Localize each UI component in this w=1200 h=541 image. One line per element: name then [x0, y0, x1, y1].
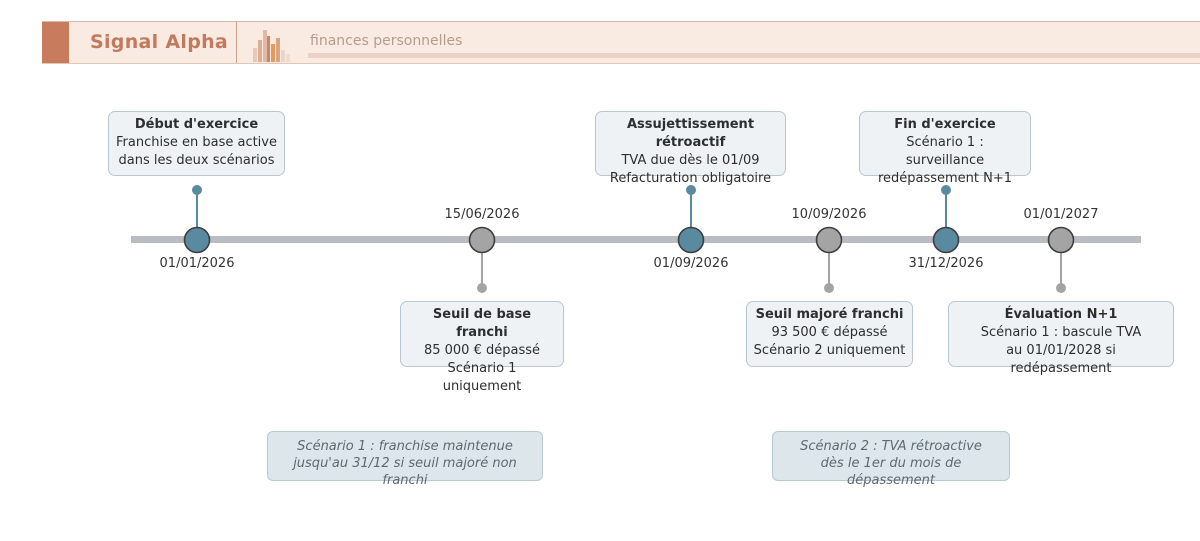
- timeline-marker: [815, 226, 843, 254]
- event-box-fin-exercice: Fin d'exercice Scénario 1 : surveillance…: [859, 111, 1031, 186]
- event-box-debut-exercice: Début d'exercice Franchise en base activ…: [108, 111, 285, 176]
- scenario-line: Scénario 2 : TVA rétroactive: [800, 439, 982, 454]
- event-line: 93 500 € dépassé: [771, 325, 888, 340]
- event-line: 85 000 € dépassé: [423, 343, 541, 358]
- brand-title: Signal Alpha: [90, 31, 229, 53]
- event-title: Début d'exercice: [134, 117, 259, 132]
- event-box-assujettissement: Assujettissement rétroactif TVA due dès …: [595, 111, 786, 186]
- event-connector-dot: [477, 283, 487, 293]
- scenario-2-note: Scénario 2 : TVA rétroactive dès le 1er …: [772, 431, 1010, 488]
- event-title: Évaluation N+1: [1004, 307, 1118, 322]
- event-connector-dot: [192, 185, 202, 195]
- timeline-marker: [1047, 226, 1075, 254]
- header-bar: Signal Alpha finances personnelles: [42, 21, 1200, 64]
- event-date: 31/12/2026: [908, 256, 984, 271]
- event-title: Seuil de base franchi: [432, 307, 532, 340]
- event-line: au 01/01/2028 si redépassement: [1006, 343, 1116, 376]
- event-connector-dot: [686, 185, 696, 195]
- timeline-axis: [131, 236, 1141, 243]
- event-connector-dot: [941, 185, 951, 195]
- timeline-marker: [183, 226, 211, 254]
- event-connector-dot: [824, 283, 834, 293]
- event-line: redépassement N+1: [877, 171, 1013, 186]
- event-line: Franchise en base active: [116, 135, 277, 150]
- header-subtitle-rule: [308, 53, 1200, 58]
- event-line: Scénario 1 : bascule TVA: [980, 325, 1142, 340]
- event-title: Fin d'exercice: [894, 117, 996, 132]
- scenario-1-note: Scénario 1 : franchise maintenue jusqu'a…: [267, 431, 543, 488]
- scenario-line: jusqu'au 31/12 si seuil majoré non franc…: [293, 456, 517, 488]
- event-date: 15/06/2026: [444, 207, 520, 222]
- event-connector-dot: [1056, 283, 1066, 293]
- event-line: TVA due dès le 01/09: [621, 153, 760, 168]
- event-title: Assujettissement rétroactif: [626, 117, 755, 150]
- header-accent: [42, 22, 69, 63]
- event-date: 10/09/2026: [791, 207, 867, 222]
- event-date: 01/01/2026: [159, 256, 235, 271]
- event-date: 01/01/2027: [1023, 207, 1099, 222]
- scenario-line: dès le 1er du mois de dépassement: [820, 456, 962, 488]
- timeline-marker: [677, 226, 705, 254]
- event-line: dans les deux scénarios: [118, 153, 275, 168]
- event-line: Refacturation obligatoire: [609, 171, 772, 186]
- timeline-marker: [932, 226, 960, 254]
- bar-chart-logo-icon: [253, 30, 290, 62]
- event-box-seuil-base: Seuil de base franchi 85 000 € dépassé S…: [400, 301, 564, 394]
- timeline-marker: [468, 226, 496, 254]
- event-box-evaluation-n1: Évaluation N+1 Scénario 1 : bascule TVA …: [948, 301, 1174, 376]
- event-date: 01/09/2026: [653, 256, 729, 271]
- event-line: Scénario 2 uniquement: [753, 343, 906, 358]
- event-line: Scénario 1 : surveillance: [905, 135, 985, 168]
- event-title: Seuil majoré franchi: [755, 307, 904, 322]
- scenario-line: Scénario 1 : franchise maintenue: [297, 439, 513, 454]
- header-divider: [236, 22, 237, 63]
- header-subtitle: finances personnelles: [310, 33, 463, 49]
- event-line: Scénario 1 uniquement: [442, 361, 522, 394]
- event-box-seuil-majore: Seuil majoré franchi 93 500 € dépassé Sc…: [746, 301, 913, 367]
